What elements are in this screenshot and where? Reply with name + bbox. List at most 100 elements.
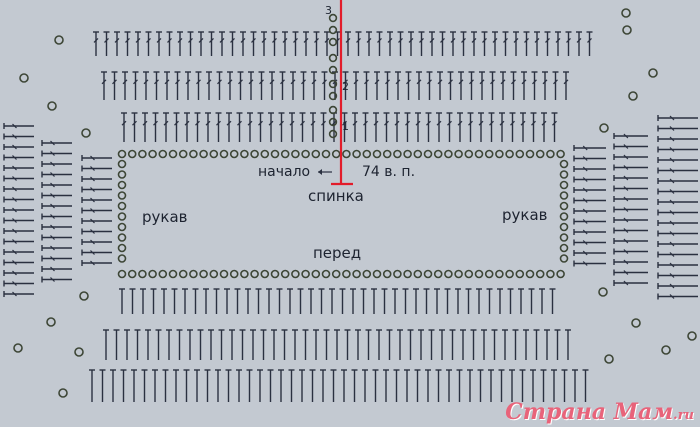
chain-stitch-icon [559,201,569,211]
stitch-cross [184,120,190,126]
chain-stitch-icon [117,170,127,179]
stitch-cross [669,231,675,236]
chain-stitch-icon [423,269,433,279]
label-front: перед [313,244,362,262]
stitch-cross [12,207,17,213]
stitch-cross [258,120,263,126]
stitch-cross [12,165,17,171]
chain-stitch-icon [321,269,331,279]
chain-stitch-icon [158,149,168,159]
chain-stitch-icon [301,269,310,279]
stitch-cross [90,155,95,161]
stitch-cross [279,120,284,126]
chain-stitch-icon [505,149,514,159]
stitch-cross [50,224,55,230]
chain-stitch-icon [535,149,545,159]
stitch-cross [50,161,55,167]
stitch-cross [50,245,55,251]
stitch-cross [280,79,285,85]
stitch-cross [156,37,162,43]
watermark-suffix: .ru [673,408,694,423]
stitch-cross [489,120,494,126]
stitch-cross [143,79,149,85]
stitch-cross [90,187,95,192]
stitch-cross [582,177,588,182]
stitch-cross [552,120,557,126]
chain-stitch-icon [525,269,535,279]
stitch-cross [12,123,17,129]
chain-stitch-icon [260,269,270,279]
stitch-cross [12,260,17,265]
stitch-cross [90,239,95,245]
stitch-cross [90,208,95,213]
stitch-cross [469,79,474,85]
stitch-cross [492,37,498,43]
start-arrow-head-icon [318,169,322,175]
stitch-cross [440,37,445,43]
stitch-cross [623,165,629,170]
chain-stitch-icon [291,269,300,279]
chain-stitch-icon [127,269,137,279]
stitch-cross [623,175,629,181]
chain-stitch-icon [138,269,147,279]
chain-stitch-icon [599,123,609,133]
stitch-cross [471,37,477,43]
stitch-cross [582,187,588,193]
chain-stitch-icon [454,149,463,159]
chain-stitch-icon [631,318,641,328]
stitch-cross [406,79,411,85]
stitch-cross [582,229,588,235]
chain-stitch-icon [559,191,569,200]
stitch-cross [384,120,389,126]
chain-stitch-icon [352,149,361,159]
chain-stitch-icon [328,117,338,127]
chain-stitch-icon [423,149,433,159]
chain-stitch-icon [209,149,219,159]
stitch-cross [12,144,17,150]
chain-stitch-icon [47,101,57,111]
chain-stitch-icon [328,129,338,139]
chain-stitch-icon [556,269,565,279]
stitch-cross [293,37,298,43]
stitch-cross [300,120,305,126]
chain-stitch-icon [270,269,280,279]
stitch-cross [238,79,243,85]
chain-stitch-icon [515,269,525,279]
chain-stitch-icon [515,149,525,159]
chain-stitch-icon [79,291,89,301]
stitch-cross [322,79,327,85]
label-sleeve-right: рукав [502,206,548,224]
chain-stitch-icon [328,65,338,75]
chain-stitch-icon [598,287,608,297]
chain-stitch-icon [250,269,259,279]
stitch-cross [669,147,675,152]
chain-stitch-icon [525,149,535,159]
chain-stitch-icon [535,269,545,279]
stitch-cross [669,136,675,142]
chain-stitch-icon [189,269,198,279]
stitch-cross [240,37,246,43]
stitch-cross [321,120,326,126]
stitch-cross [90,218,95,224]
stitch-cross [121,120,127,126]
chain-stitch-icon [117,243,127,253]
stitch-cross [342,120,347,126]
stitch-cross [269,79,275,85]
stitch-cross [395,79,401,85]
chain-stitch-icon [219,269,229,279]
stitch-cross [623,228,629,233]
chain-stitch-icon [280,269,290,279]
chain-stitch-icon [291,149,300,159]
stitch-cross [482,37,487,43]
stitch-cross [112,79,117,85]
row-number-2: 2 [342,80,349,93]
stitch-cross [373,120,379,126]
chain-stitch-icon [474,269,484,279]
stitch-cross [553,79,558,85]
stitch-cross [499,120,505,126]
label-sleeve-left: рукав [142,208,188,226]
stitch-cross [566,37,571,43]
stitch-cross [532,79,537,85]
chain-stitch-icon [382,269,392,279]
stitch-cross [555,37,561,43]
